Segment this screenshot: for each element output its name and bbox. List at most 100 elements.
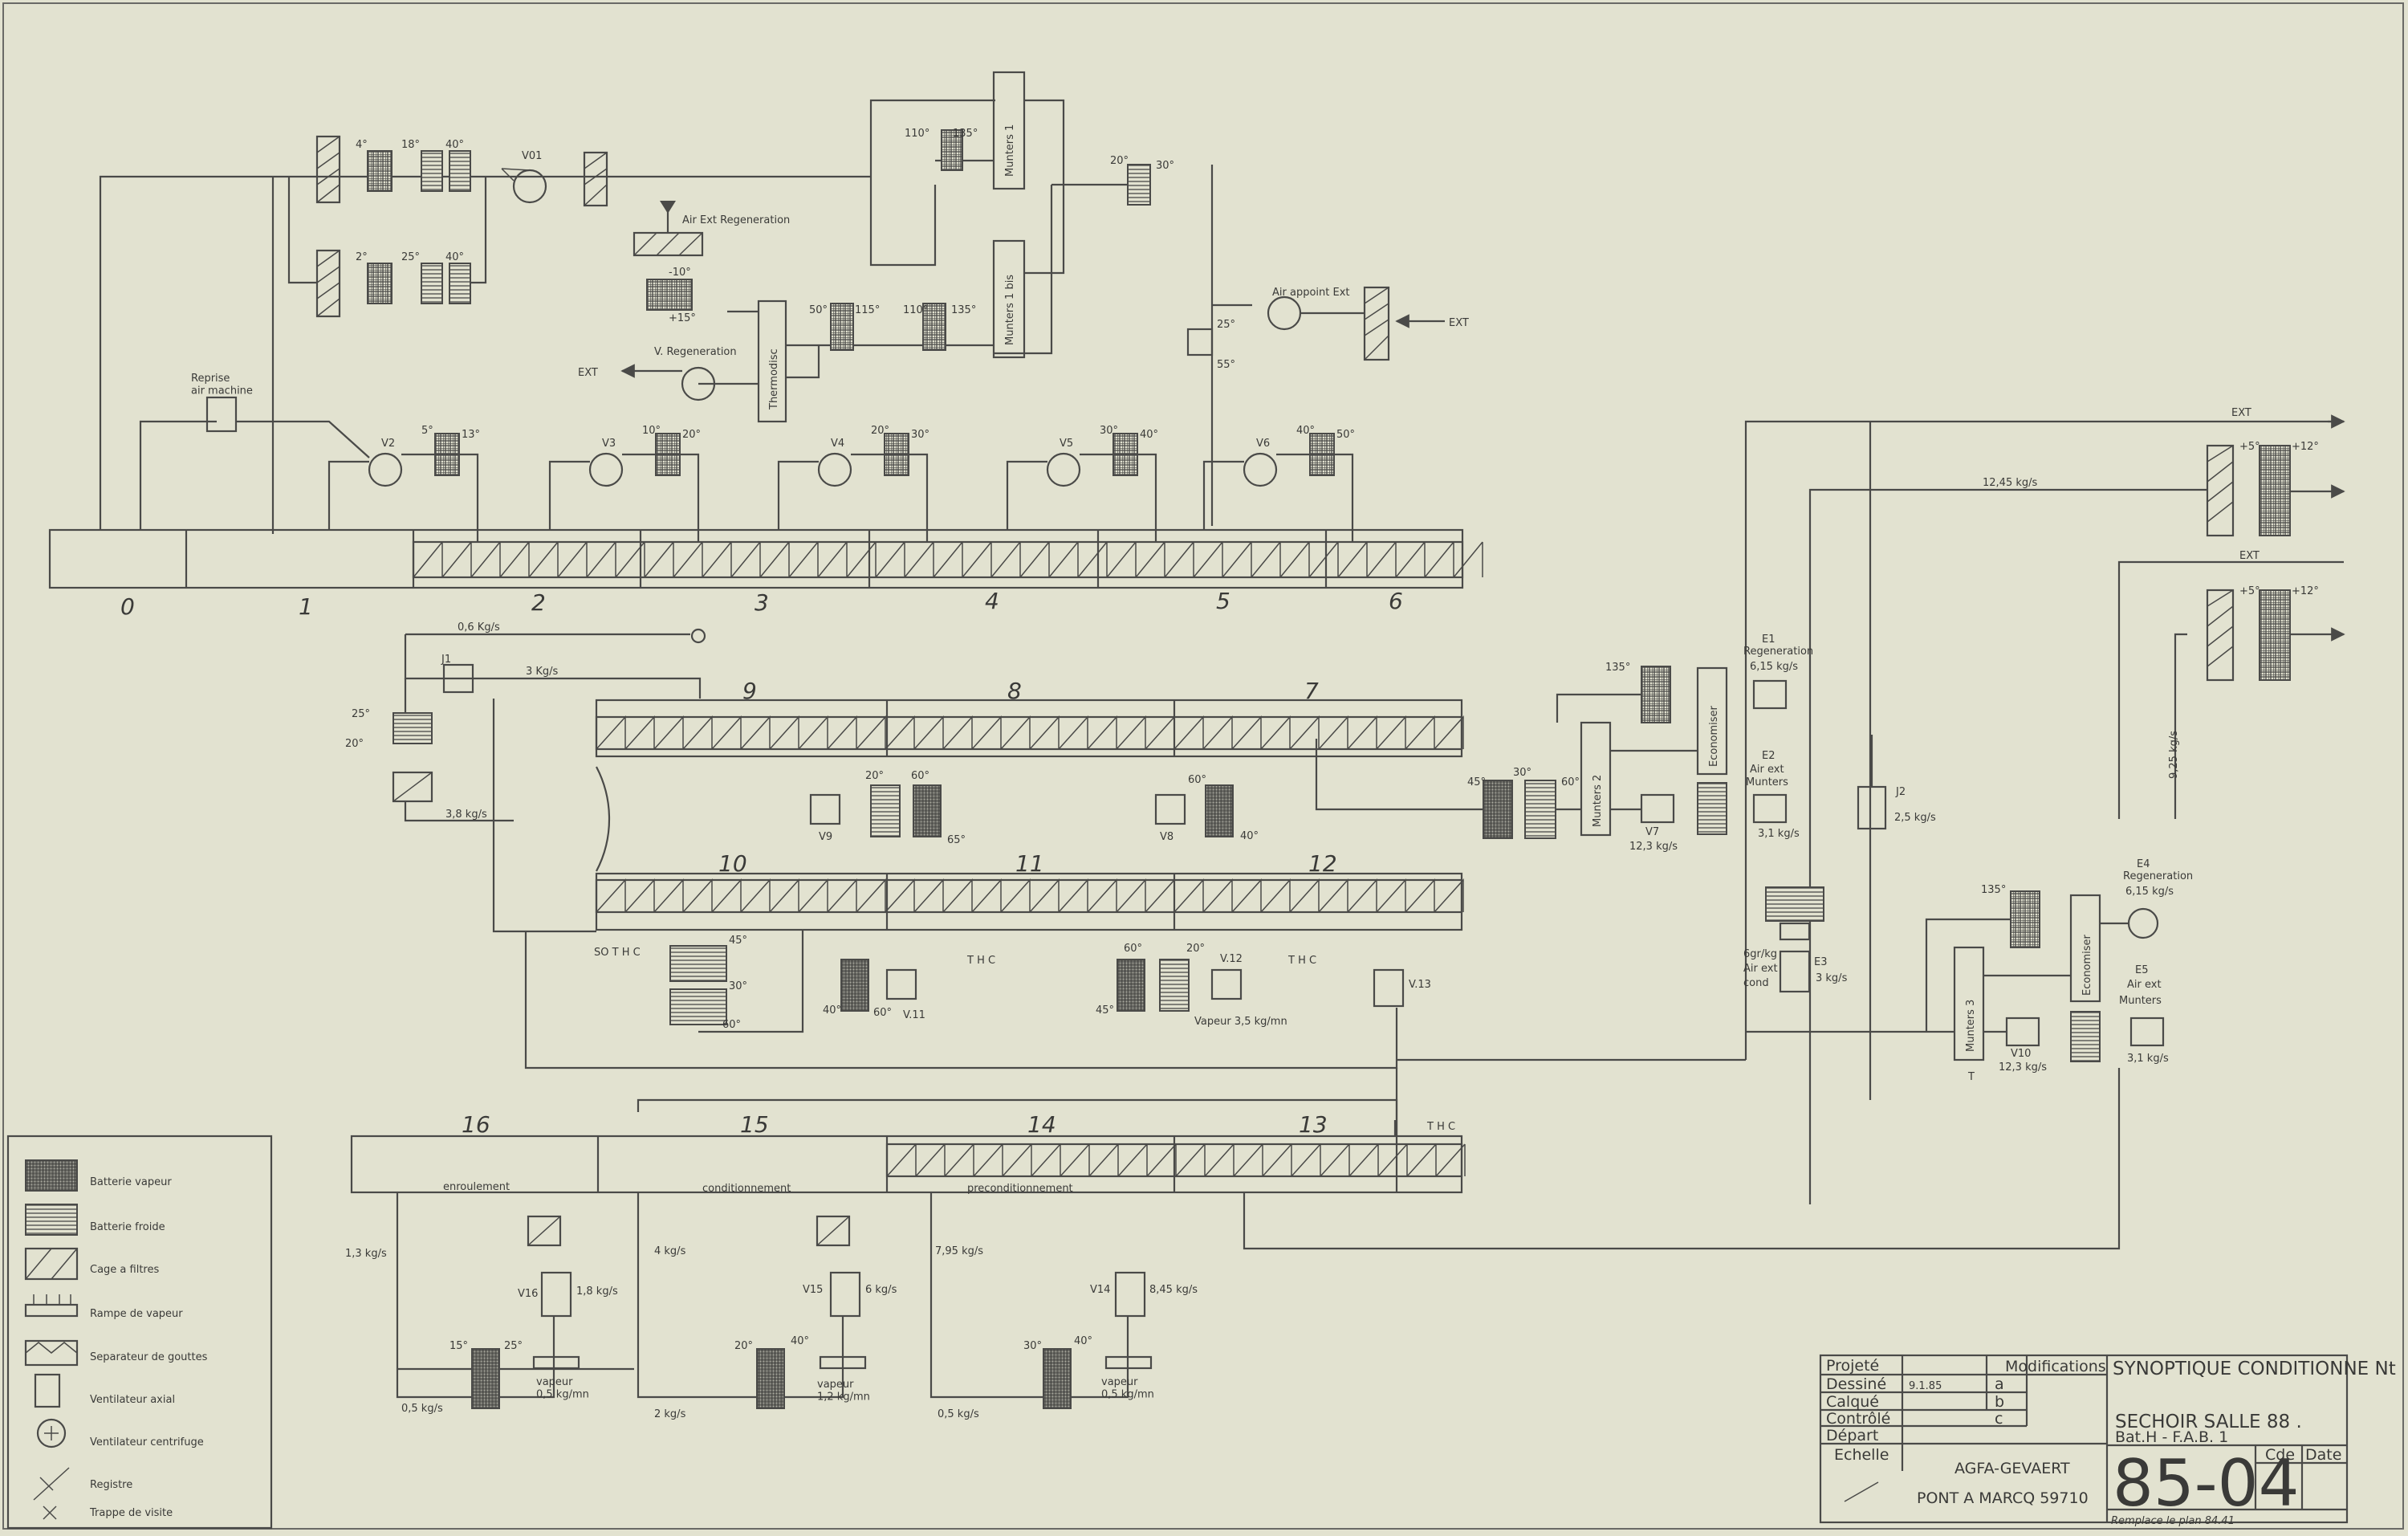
steam-coil (367, 150, 393, 192)
flow-label: 6,15 kg/s (1750, 661, 1798, 673)
steam-coil (471, 1348, 500, 1409)
steam-coil (2259, 589, 2291, 681)
middle-dryer-loop (392, 628, 1464, 933)
munters-2 (1580, 721, 1612, 837)
field-label: Dessiné (1826, 1375, 1886, 1393)
label-ext: EXT (1449, 317, 1469, 329)
damper-icon (33, 1467, 70, 1501)
cooling-coil (421, 263, 443, 304)
label-e5-air: Air ext (2127, 979, 2162, 991)
temp-label: 110° (903, 304, 928, 316)
flow-label: 6,15 kg/s (2125, 886, 2174, 898)
legend-label: Ventilateur centrifuge (90, 1436, 204, 1448)
centrifugal-fan-e4 (2127, 907, 2159, 939)
rev-label: c (1995, 1410, 2003, 1428)
temp-label: 30° (1513, 767, 1531, 779)
temp-label: 60° (1188, 774, 1206, 786)
filter-cage (527, 1215, 562, 1247)
flow-label: 3,1 kg/s (2127, 1053, 2169, 1065)
temp-label: 110° (905, 128, 929, 140)
label-v16: V16 (518, 1288, 538, 1300)
label-thermodisc: Thermodisc (768, 348, 780, 410)
label-v13: V.13 (1409, 979, 1431, 991)
temp-label: 60° (1124, 943, 1142, 955)
section-label: enroulement (443, 1181, 510, 1193)
label-t: T (1967, 1071, 1975, 1083)
flow-label: 0,6 Kg/s (458, 621, 500, 634)
legend-filter-swatch (24, 1247, 79, 1281)
filter-cage (583, 151, 608, 207)
temp-label: 20° (345, 738, 364, 750)
rev-label: b (1995, 1393, 2004, 1411)
temp-label: 135° (1981, 884, 2006, 896)
zone-label: 2 (531, 589, 546, 616)
label-e3: E3 (1814, 956, 1828, 968)
cooling-coil (421, 150, 443, 192)
temp-label: 65° (947, 834, 966, 846)
flow-label: 0,5 kg/s (401, 1403, 443, 1415)
field-label: Projeté (1826, 1357, 1879, 1375)
top-air-network (99, 71, 1445, 534)
temp-label: 115° (855, 304, 880, 316)
label-e3-air: Air ext (1743, 963, 1778, 975)
centrifugal-fan-v5 (1046, 452, 1081, 487)
mid-equipment (524, 784, 1746, 1069)
axial-fan-e2 (1752, 793, 1788, 824)
zone-label: 14 (1027, 1111, 1056, 1138)
flow-label: 9,25 kg/s (2168, 731, 2180, 779)
legend-label: Rampe de vapeur (90, 1308, 183, 1320)
munters-1-bis (992, 239, 1026, 359)
label-v11: V.11 (903, 1009, 925, 1021)
temp-label: 40° (823, 1004, 841, 1017)
cooling-coil (1159, 959, 1190, 1012)
temp-label: 55° (1217, 359, 1235, 371)
steam-coil (367, 263, 393, 304)
label-e1: E1 (1762, 634, 1775, 646)
mid-labels: 0,6 Kg/s J1 3 Kg/s 25° 20° 3,8 kg/s V9 V… (345, 621, 1431, 1031)
flow-label: 3 kg/s (1816, 972, 1848, 984)
steam-coil (1205, 784, 1234, 837)
temp-label: 30° (1156, 160, 1174, 172)
flow-label: 2,5 kg/s (1894, 812, 1936, 824)
filter-cage (1186, 328, 1214, 356)
temp-label: 18° (401, 139, 420, 151)
temp-label: +12° (2292, 585, 2319, 597)
temp-label: 5° (421, 425, 433, 437)
temp-label: 30° (1100, 425, 1118, 437)
drawing-subtitle: SECHOIR SALLE 88 . (2115, 1412, 2302, 1432)
cooling-coil (449, 150, 471, 192)
label-e2-air: Air ext (1750, 764, 1784, 776)
steam-coil (1483, 780, 1513, 839)
axial-fan-e5 (2129, 1017, 2165, 1047)
centrifugal-fan-v3 (588, 452, 624, 487)
flow-label: 2 kg/s (654, 1408, 686, 1420)
zone-label: 8 (1007, 678, 1022, 704)
date-header: Date (2305, 1446, 2341, 1464)
axial-fan-j2 (1857, 785, 1887, 830)
fan-label: V2 (381, 438, 395, 450)
label-v14: V14 (1090, 1284, 1110, 1296)
legend: Batterie vapeur Batterie froide Cage a f… (6, 1135, 273, 1530)
label-e3-note: 6gr/kg (1743, 948, 1777, 960)
date-value: 9.1.85 (1909, 1380, 1942, 1392)
steam-coil (830, 303, 854, 351)
label-v15: V15 (803, 1284, 823, 1296)
thermodisc (757, 299, 787, 423)
munters-1 (992, 71, 1026, 190)
temp-label: 4° (356, 139, 368, 151)
zone-label: 3 (755, 589, 769, 616)
vapeur-label: Vapeur 3,5 kg/mn (1194, 1016, 1287, 1028)
temp-label: 60° (1561, 776, 1580, 788)
fan-label: V6 (1256, 438, 1270, 450)
top-zone-labels: 0 1 2 3 4 5 6 (120, 588, 1403, 620)
steam-coil (1043, 1348, 1072, 1409)
replaces-note: Remplace le plan 84.41 (2111, 1515, 2235, 1527)
temp-label: 25° (401, 251, 420, 263)
filter-cage (392, 771, 433, 803)
building-label: Bat.H - F.A.B. 1 (2115, 1428, 2228, 1446)
drawing-title: SYNOPTIQUE CONDITIONNE Nt (2113, 1359, 2396, 1379)
axial-fan-reprise (205, 396, 238, 433)
right-labels: EXT EXT 12,45 kg/s +5° +12° +5° +12° 135… (1467, 407, 2319, 1083)
